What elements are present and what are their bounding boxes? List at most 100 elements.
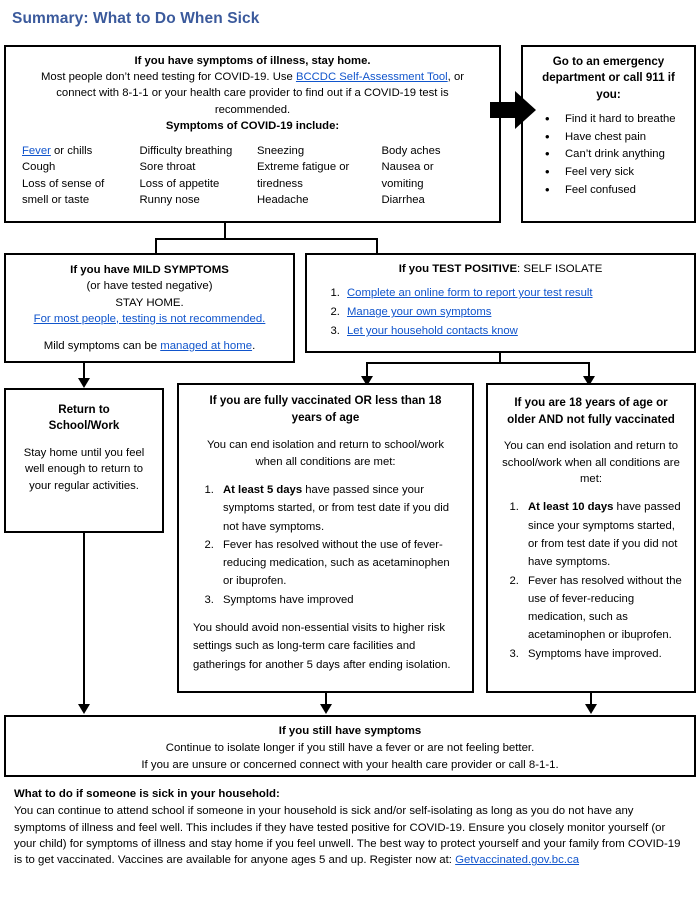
spacer — [12, 327, 287, 338]
symptom-item: Loss of appetite — [139, 177, 220, 190]
list-item: At least 5 days have passed since your s… — [217, 481, 458, 536]
return-heading: Return to School/Work — [6, 390, 162, 435]
list-item: Symptoms have improved — [217, 591, 458, 609]
list-item: At least 10 days have passed since your … — [522, 498, 686, 571]
emergency-box: Go to an emergency department or call 91… — [521, 45, 696, 223]
getvaccinated-link[interactable]: Getvaccinated.gov.bc.ca — [455, 854, 580, 867]
mild-symptoms-text: If you have MILD SYMPTOMS (or have teste… — [6, 255, 293, 354]
still-symptoms-text: If you still have symptoms Continue to i… — [6, 717, 694, 774]
mild-symptoms-box: If you have MILD SYMPTOMS (or have teste… — [4, 253, 295, 363]
not-fully-vaccinated-box: If you are 18 years of age or older AND … — [486, 383, 696, 693]
household-body: You can continue to attend school if som… — [14, 805, 681, 867]
arrowhead-icon — [78, 704, 90, 714]
arrowhead-icon — [320, 704, 332, 714]
condition-text: Fever has resolved without the use of fe… — [223, 538, 450, 588]
test-positive-box: If you TEST POSITIVE: SELF ISOLATE Compl… — [305, 253, 696, 353]
condition-bold: At least 5 days — [223, 484, 303, 496]
unvaccinated-heading: If you are 18 years of age or older AND … — [507, 396, 675, 426]
connector-mild-to-return — [83, 363, 85, 380]
return-body-text: Stay home until you feel well enough to … — [23, 446, 145, 492]
testing-text-part1: Most people don’t need testing for COVID… — [41, 71, 296, 84]
condition-text: Symptoms have improved. — [528, 647, 662, 660]
symptom-item: Runny nose — [139, 193, 200, 206]
managed-at-home-prefix: Mild symptoms can be — [43, 340, 161, 353]
emergency-symptom-list: Find it hard to breathe Have chest pain … — [523, 110, 694, 200]
household-contacts-link[interactable]: Let your household contacts know — [347, 325, 518, 337]
symptom-item: Nausea or — [381, 161, 434, 174]
symptoms-column-2: Difficulty breathing Sore throat Loss of… — [140, 143, 258, 208]
list-item: Manage your own symptoms — [343, 303, 694, 322]
fever-link[interactable]: Fever — [22, 145, 51, 158]
connector-unvax-to-still — [590, 693, 592, 706]
connector-main-down — [224, 223, 226, 240]
symptom-item: Cough — [22, 161, 56, 174]
connector-to-unvaccinated — [588, 362, 590, 378]
list-item: Complete an online form to report your t… — [343, 284, 694, 303]
symptom-item: Body aches — [381, 145, 441, 158]
fully-vaccinated-box: If you are fully vaccinated OR less than… — [177, 383, 474, 693]
symptom-item: Extreme fatigue or — [257, 161, 350, 174]
right-arrow-icon — [490, 91, 536, 129]
still-have-symptoms-box: If you still have symptoms Continue to i… — [4, 715, 696, 777]
arrowhead-icon — [583, 376, 595, 386]
vaccinated-footer-text: You should avoid non-essential visits to… — [193, 622, 451, 671]
symptoms-column-3: Sneezing Extreme fatigue or tiredness He… — [257, 143, 381, 208]
condition-text: have passed since your symptoms started,… — [223, 484, 450, 533]
managed-at-home-link[interactable]: managed at home — [160, 340, 253, 353]
mild-tested-negative: (or have tested negative) — [86, 280, 213, 293]
connector-positive-down — [499, 353, 501, 364]
symptom-item: smell or taste — [22, 193, 90, 206]
unvaccinated-conditions-list: At least 10 days have passed since your … — [488, 498, 694, 663]
stay-home-headline: If you have symptoms of illness, stay ho… — [134, 55, 371, 67]
connector-to-mild — [155, 238, 157, 253]
symptom-item: or chills — [50, 145, 93, 158]
unvaccinated-subheading: You can end isolation and return to scho… — [502, 440, 680, 485]
list-item: Let your household contacts know — [343, 322, 694, 341]
symptom-item: Diarrhea — [381, 193, 425, 206]
connector-to-positive — [376, 238, 378, 253]
report-test-result-link[interactable]: Complete an online form to report your t… — [347, 287, 593, 299]
connector-vax-to-still — [325, 693, 327, 706]
bccdc-self-assessment-link[interactable]: BCCDC Self-Assessment Tool — [295, 71, 448, 84]
manage-symptoms-link[interactable]: Manage your own symptoms — [347, 306, 492, 318]
page-title: Summary: What to Do When Sick — [12, 10, 260, 27]
list-item: Find it hard to breathe — [545, 110, 690, 129]
symptom-item: Difficulty breathing — [139, 145, 233, 158]
symptom-item: vomiting — [381, 177, 424, 190]
test-positive-heading-rest: : SELF ISOLATE — [517, 263, 603, 275]
testing-not-recommended-link[interactable]: For most people, testing is not recommen… — [33, 312, 266, 325]
still-symptoms-heading: If you still have symptoms — [278, 725, 422, 737]
mild-stay-home: STAY HOME. — [115, 296, 184, 309]
connector-split-bar — [155, 238, 378, 240]
symptoms-include-headline: Symptoms of COVID-19 include: — [165, 119, 340, 132]
list-item: Can’t drink anything — [545, 145, 690, 164]
symptoms-column-4: Body aches Nausea or vomiting Diarrhea — [381, 143, 499, 208]
list-item: Fever has resolved without the use of fe… — [522, 572, 686, 645]
test-positive-heading: If you TEST POSITIVE: SELF ISOLATE — [307, 255, 694, 275]
symptom-item: Sore throat — [139, 161, 196, 174]
list-item: Have chest pain — [545, 128, 690, 147]
symptom-item: tiredness — [257, 177, 303, 190]
emergency-heading: Go to an emergency department or call 91… — [542, 55, 675, 101]
test-positive-steps: Complete an online form to report your t… — [307, 284, 694, 341]
test-positive-heading-bold: If you TEST POSITIVE — [398, 263, 518, 275]
return-heading-line1: Return to — [58, 403, 110, 416]
managed-at-home-suffix: . — [252, 340, 256, 353]
household-section: What to do if someone is sick in your ho… — [14, 786, 686, 868]
symptom-item: Loss of sense of — [22, 177, 105, 190]
mild-symptoms-heading: If you have MILD SYMPTOMS — [70, 264, 229, 276]
arrowhead-icon — [361, 376, 373, 386]
vaccinated-subheading: You can end isolation and return to scho… — [207, 439, 444, 468]
symptoms-info-box: If you have symptoms of illness, stay ho… — [4, 45, 501, 223]
list-item: Feel confused — [545, 181, 690, 200]
symptom-item: Headache — [257, 193, 309, 206]
connector-branch-bar — [366, 362, 590, 364]
list-item: Fever has resolved without the use of fe… — [217, 536, 458, 591]
return-heading-line2: School/Work — [48, 419, 120, 433]
return-to-school-work-box: Return to School/Work Stay home until yo… — [4, 388, 164, 533]
symptoms-intro-text: If you have symptoms of illness, stay ho… — [6, 47, 499, 134]
testing-text-part2: , or connect with 8-1-1 or your health c… — [56, 71, 464, 116]
condition-bold: At least 10 days — [528, 501, 614, 514]
vaccinated-conditions-list: At least 5 days have passed since your s… — [179, 481, 472, 609]
symptom-item: Sneezing — [257, 145, 305, 158]
